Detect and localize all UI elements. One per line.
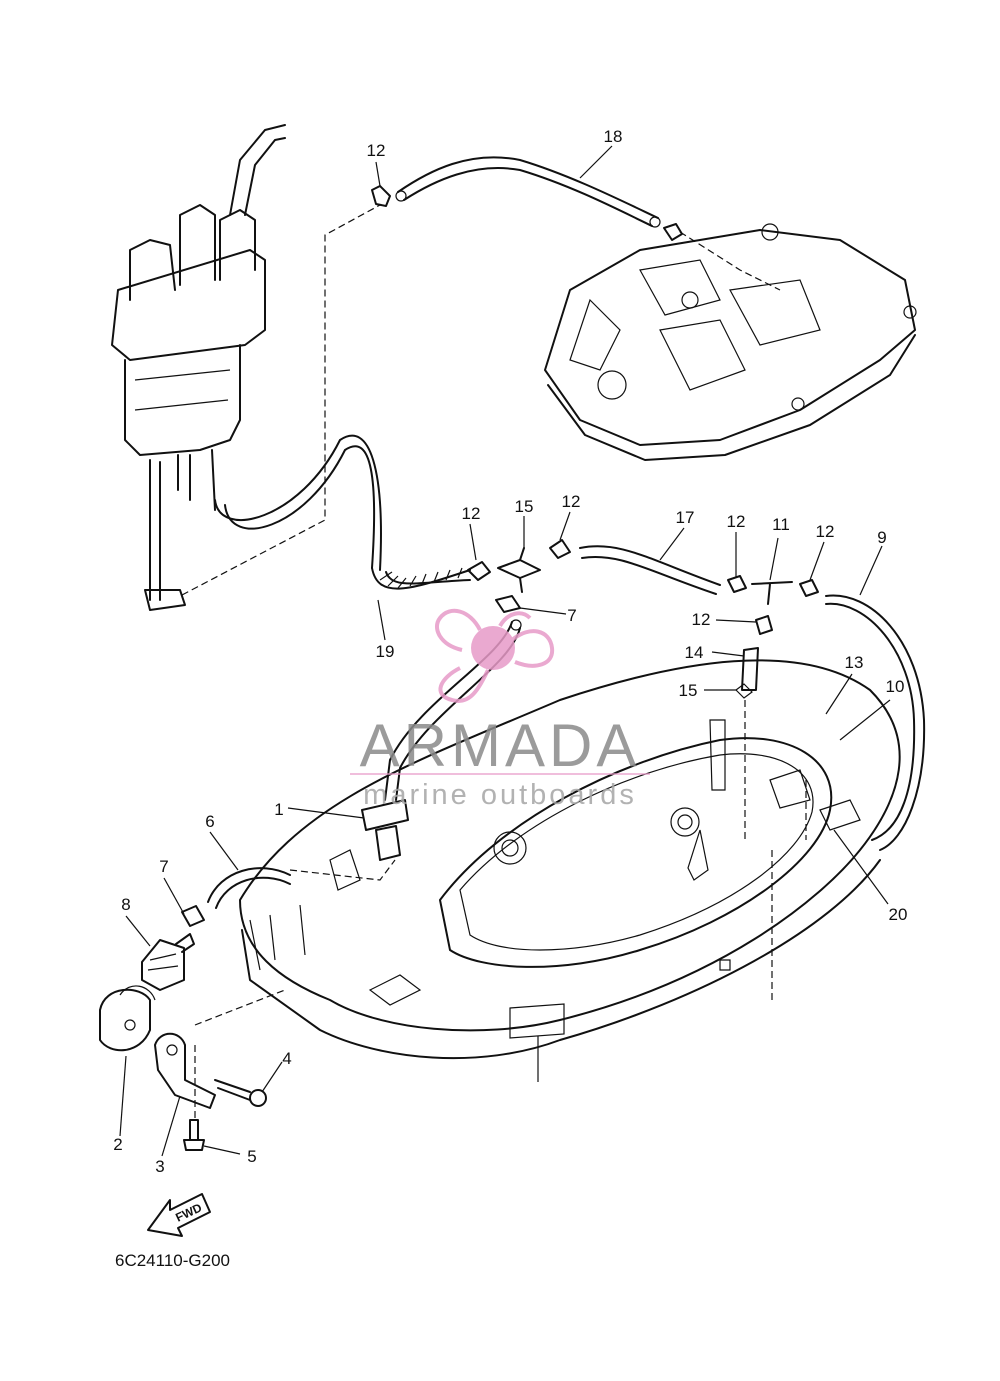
callout-13: 14	[685, 643, 704, 662]
callout-15: 15	[515, 497, 534, 516]
callout-5: 5	[247, 1147, 256, 1166]
diagram-code: 6C24110-G200	[115, 1251, 230, 1270]
watermark: ARMADA marine outboards	[350, 608, 650, 811]
clip-7-lower	[181, 905, 205, 927]
callout-7b: 7	[159, 857, 168, 876]
fwd-label: FWD	[173, 1200, 204, 1224]
callout-12d: 12	[727, 512, 746, 531]
callout-14: 15	[679, 681, 698, 700]
assembly-lines	[181, 204, 807, 1120]
callout-1: 1	[274, 800, 283, 819]
cap-2	[99, 985, 156, 1052]
fwd-arrow-icon: FWD	[147, 1193, 211, 1237]
callout-3: 3	[155, 1157, 164, 1176]
callout-12a: 12	[367, 141, 386, 160]
callout-6: 6	[205, 812, 214, 831]
callout-12f: 12	[692, 610, 711, 629]
bottom-cowling	[239, 659, 901, 1060]
callout-19: 20	[889, 905, 908, 924]
screw-4	[214, 1079, 267, 1107]
callout-16: 17	[676, 508, 695, 527]
callout-17: 18	[604, 127, 623, 146]
callout-12b: 12	[462, 504, 481, 523]
callout-18: 19	[376, 642, 395, 661]
vapor-separator-assembly	[111, 124, 286, 611]
callout-labels: 12 18 12 15 12 17 12 11 12 9 7 12 19 14 …	[113, 127, 907, 1176]
leader-lines	[119, 145, 891, 1157]
callout-8: 8	[121, 895, 130, 914]
watermark-subtitle: marine outboards	[363, 779, 637, 811]
callout-10: 10	[886, 677, 905, 696]
callout-4: 4	[282, 1049, 291, 1068]
callout-12e: 12	[816, 522, 835, 541]
hose-17	[371, 156, 683, 241]
upper-bracket-plate	[544, 223, 917, 461]
hose-6	[207, 867, 291, 909]
callout-9: 9	[877, 528, 886, 547]
callout-2: 2	[113, 1135, 122, 1154]
joint-hoses	[384, 539, 926, 851]
grommet-1	[361, 799, 409, 861]
propeller-logo	[434, 608, 555, 703]
callout-12c: 12	[562, 492, 581, 511]
nut-8	[141, 933, 195, 991]
callout-12g: 13	[845, 653, 864, 672]
callout-11: 11	[772, 515, 790, 534]
bolt-5	[183, 1119, 205, 1151]
hose-18	[214, 434, 471, 590]
callout-7a: 7	[567, 606, 576, 625]
watermark-name: ARMADA	[360, 712, 641, 779]
bracket-3	[154, 1032, 216, 1109]
